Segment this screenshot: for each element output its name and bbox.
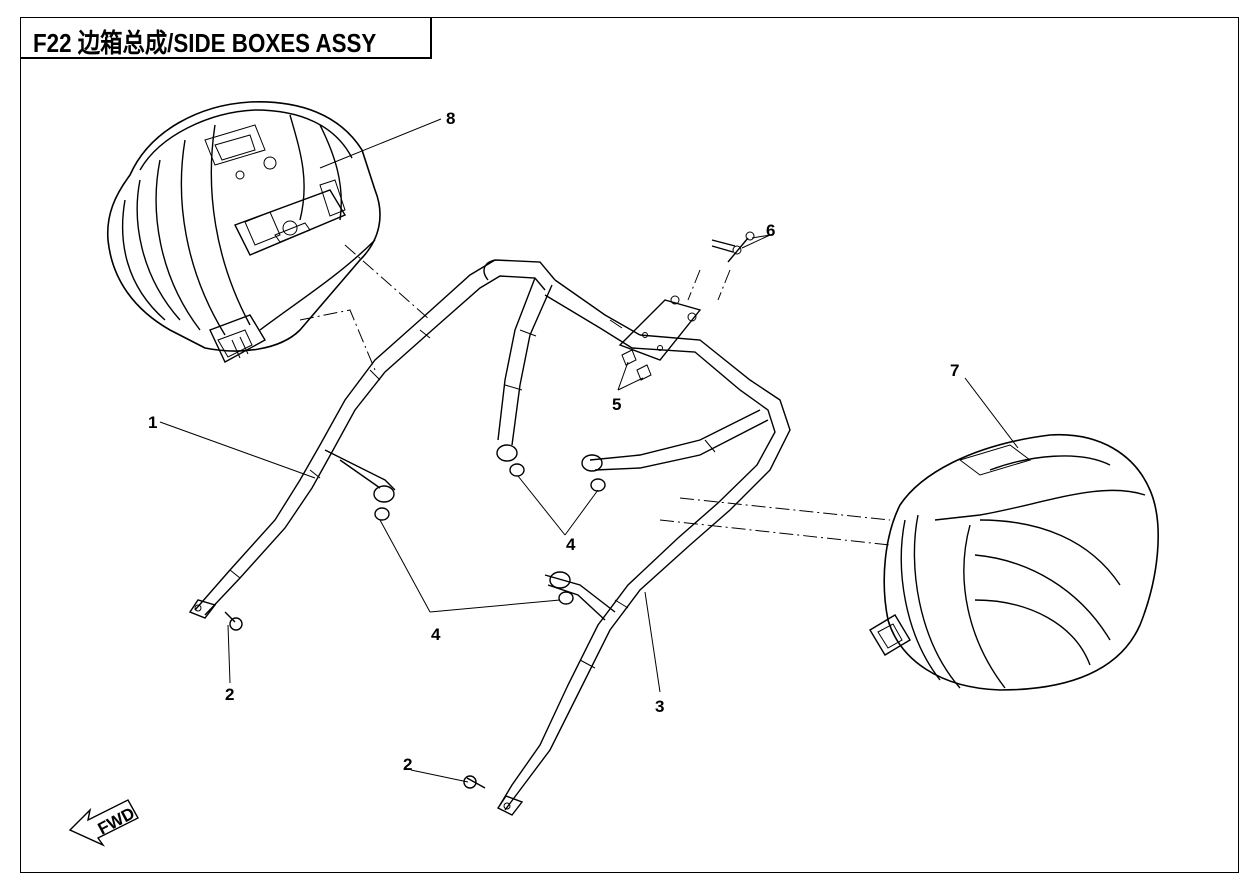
rack-right[interactable] [496,319,791,816]
callout-5: 5 [612,395,621,414]
callout-8: 8 [446,109,455,128]
align-line-right-box-2 [659,519,891,546]
callout-1: 1 [148,413,157,432]
callout-7: 7 [950,361,959,380]
side-box-left[interactable] [106,101,381,363]
align-line-right-box [679,497,891,521]
rack-left[interactable] [188,259,641,619]
title-box: F22 边箱总成/SIDE BOXES ASSY [20,17,432,59]
bolt-6a[interactable] [711,239,742,255]
page-title: F22 边箱总成/SIDE BOXES ASSY [33,28,377,58]
callout-4b: 4 [431,625,441,644]
callout-2b: 2 [403,755,412,774]
callout-3: 3 [655,697,664,716]
bolt-2b[interactable] [463,775,486,789]
leader-lines [159,118,1019,783]
callout-4a: 4 [566,535,576,554]
align-line-left-box-2 [299,309,376,371]
align-line-bolts-2 [717,269,731,301]
fwd-arrow-icon: FWD [68,799,139,847]
drawing-frame [20,17,1239,873]
side-box-right[interactable] [869,433,1159,691]
fwd-label: FWD [95,804,138,839]
align-line-left-box [344,244,431,321]
callout-6: 6 [766,221,775,240]
align-line-bolts [687,269,701,301]
mount-bracket[interactable] [618,295,702,381]
bolt-6b[interactable] [727,231,755,263]
bolt-2a[interactable] [224,611,243,631]
callout-2a: 2 [225,685,234,704]
